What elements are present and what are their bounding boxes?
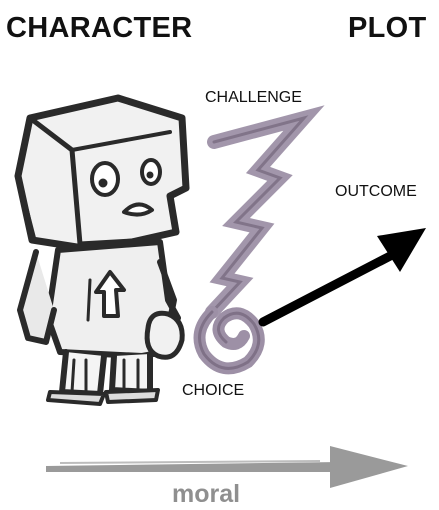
choice-label: CHOICE (182, 382, 244, 400)
arrow-up-right-icon (263, 228, 426, 322)
robot-character-icon (18, 98, 186, 404)
spiral-icon (200, 312, 259, 368)
outcome-label: OUTCOME (335, 183, 417, 201)
challenge-label: CHALLENGE (205, 89, 302, 107)
lightning-zigzag-icon (212, 118, 304, 312)
moral-label: moral (172, 480, 240, 509)
